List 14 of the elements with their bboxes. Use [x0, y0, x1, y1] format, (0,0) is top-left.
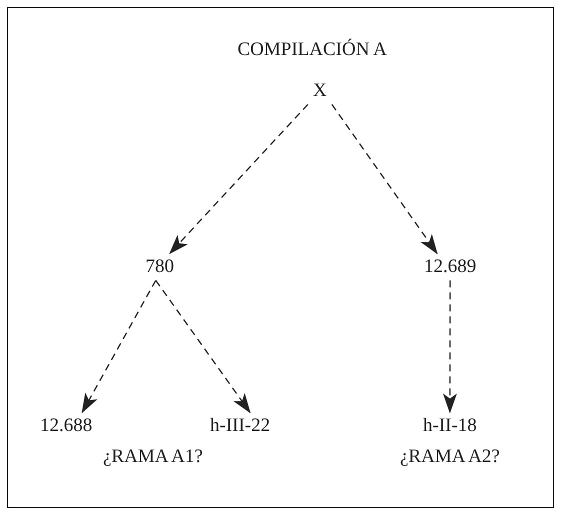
- dashed-arrow: [155, 280, 251, 414]
- dashed-arrow: [331, 104, 438, 254]
- branch-label: ¿RAMA A1?: [103, 446, 203, 468]
- dashed-arrow: [169, 104, 308, 254]
- node-label: h-II-18: [423, 416, 477, 436]
- node-label: h-III-22: [210, 416, 270, 436]
- dashed-arrow: [82, 280, 156, 414]
- node-label: 780: [146, 256, 174, 278]
- branch-label: ¿RAMA A2?: [400, 446, 500, 468]
- diagram-title: COMPILACIÓN A: [238, 40, 387, 60]
- dashed-arrow: [442, 280, 457, 414]
- node-label: X: [313, 80, 327, 102]
- node-label: 12.688: [40, 416, 92, 436]
- node-label: 12.689: [424, 256, 476, 278]
